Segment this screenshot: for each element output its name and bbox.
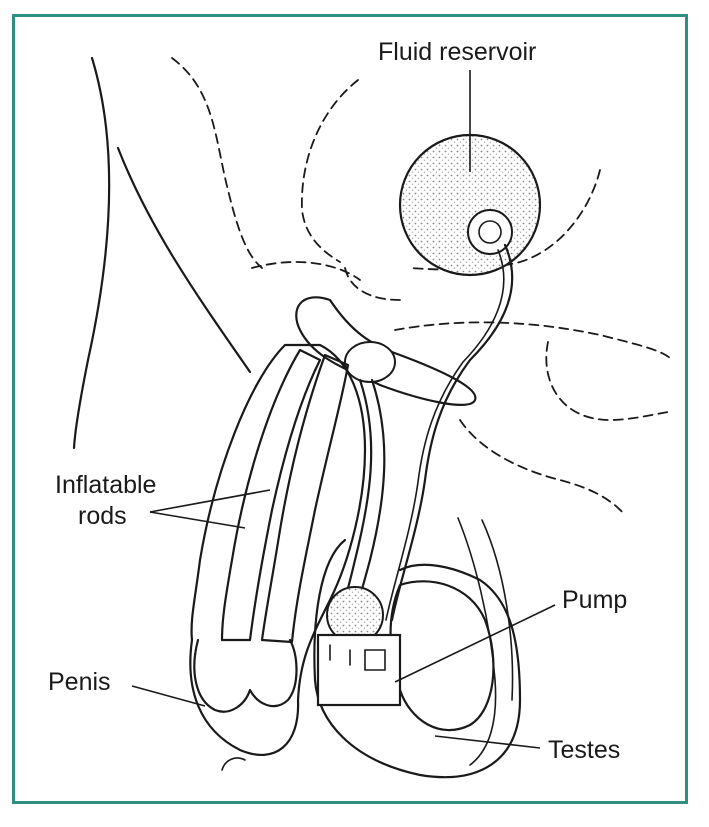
label-testes: Testes — [548, 736, 620, 764]
scrotum-outline — [313, 538, 522, 779]
rod-junction — [344, 341, 396, 383]
lower-dashed — [459, 419, 626, 516]
label-inflatable-rods-2: rods — [78, 502, 127, 530]
leader-rods-2 — [149, 511, 246, 529]
leader-pump — [394, 604, 556, 683]
pelvis-dashed-mid — [251, 261, 361, 281]
reservoir-valve — [467, 209, 513, 255]
pump-detail — [329, 644, 386, 671]
inflatable-rod-left — [220, 348, 322, 642]
pelvis-dashed-top — [301, 79, 359, 263]
label-fluid-reservoir: Fluid reservoir — [378, 38, 536, 66]
pelvis-dashed-right — [409, 169, 601, 271]
reservoir-tube — [390, 243, 514, 622]
testes-shape — [389, 580, 495, 732]
pelvis-dashed-left — [171, 57, 263, 269]
penis-outline — [189, 343, 367, 756]
pubic-dashed — [545, 341, 669, 421]
label-inflatable-rods-1: Inflatable — [55, 471, 156, 499]
inner-dashed — [344, 267, 401, 301]
leader-penis — [131, 685, 206, 707]
pump-body — [316, 633, 402, 707]
label-pump: Pump — [562, 586, 627, 614]
body-outline-outer — [72, 56, 111, 450]
glans-tip — [221, 757, 246, 771]
bladder-dashed — [394, 321, 671, 359]
reservoir-tube-inner — [385, 249, 505, 621]
scrotum-inner-2 — [481, 519, 514, 701]
leader-rods-1 — [149, 489, 271, 513]
label-penis: Penis — [48, 668, 111, 696]
body-outline-inner — [116, 146, 252, 374]
glans — [193, 638, 298, 713]
reservoir-valve-inner — [478, 220, 502, 244]
leader-testes — [434, 735, 541, 749]
